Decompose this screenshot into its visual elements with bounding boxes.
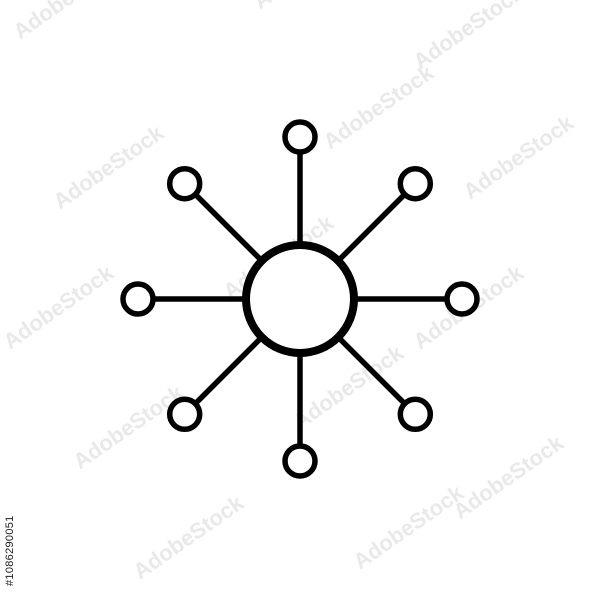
spoke-line-top-left: [193, 192, 264, 263]
node-circle-top-right: [397, 165, 434, 202]
stock-id-label: #1086290051: [4, 515, 16, 586]
central-hub-circle: [242, 241, 358, 357]
nodes-group: [120, 119, 480, 479]
spoke-line-bottom-left: [193, 335, 264, 406]
node-circle-right: [444, 281, 480, 317]
spokes-group: [153, 152, 447, 446]
node-circle-left: [120, 281, 156, 317]
node-circle-top: [282, 119, 318, 155]
node-circle-bottom: [282, 443, 318, 479]
spoke-line-top-right: [336, 192, 407, 263]
node-circle-bottom-right: [397, 396, 434, 433]
node-circle-bottom-left: [166, 396, 203, 433]
node-circle-top-left: [166, 165, 203, 202]
spoke-line-bottom-right: [336, 335, 407, 406]
